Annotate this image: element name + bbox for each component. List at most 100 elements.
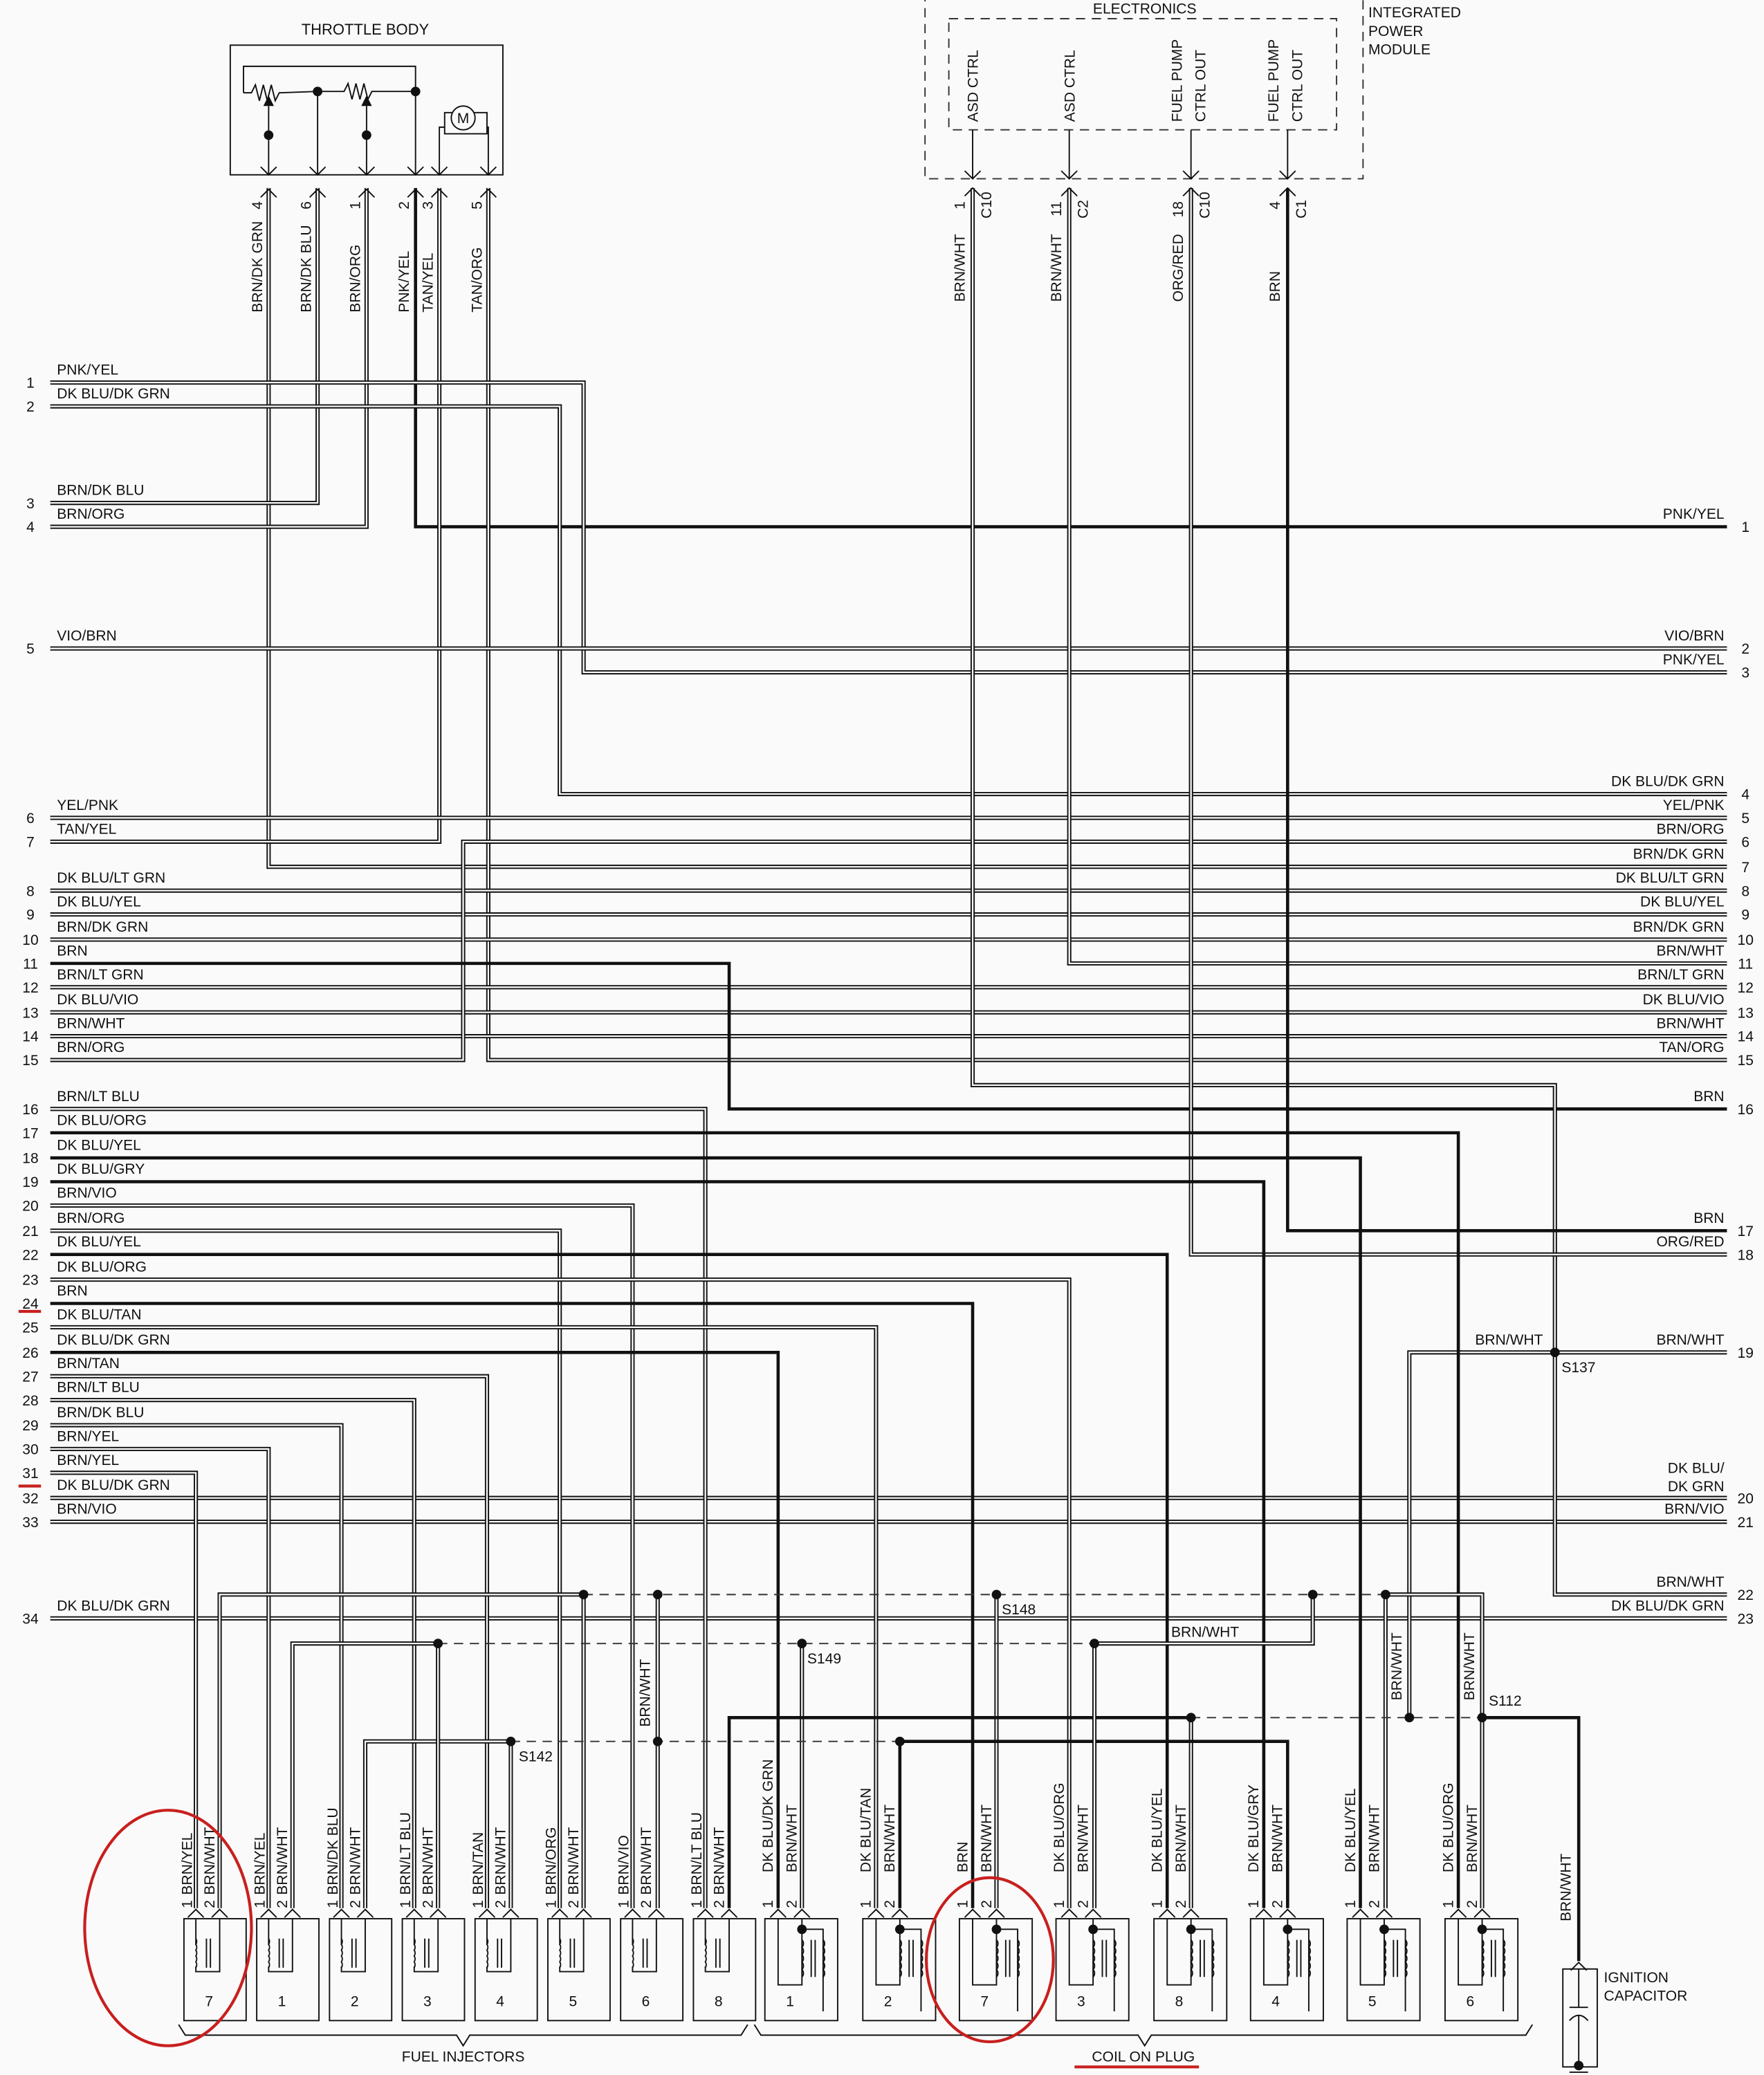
module-wire-label: BRN/WHT [953,234,968,302]
connector-terminal-icon [1352,1908,1369,1918]
left-wire-label: DK BLU/GRY [57,1161,145,1177]
right-wire-label: BRN/DK GRN [1633,847,1725,863]
module-pin-number: 11 [1049,201,1065,216]
wire-inner [50,1424,342,1908]
fuel-injector-3[interactable] [401,1918,466,2022]
module-title: POWER [1368,24,1423,39]
connector-terminal-icon [1473,1908,1491,1918]
connector-terminal-icon [1279,170,1296,180]
coil-core [1296,1939,1302,1977]
wires [50,187,1727,1962]
left-wire-label: BRN/DK BLU [57,1405,144,1421]
injector-number: 4 [496,1993,504,2009]
injector-inner [559,1919,585,1973]
fuel-injector-6[interactable] [620,1918,684,2022]
splice-dot [1307,1589,1318,1600]
splice-dot [652,1589,663,1600]
fuel-injector-1[interactable] [256,1918,320,2022]
wire [50,1156,1362,1908]
fuel-injector-2[interactable] [329,1918,393,2022]
throttle-wire-label: BRN/DK BLU [299,225,315,312]
injector-number: 7 [205,1993,213,2009]
motor-icon [450,105,476,131]
connector-terminal-icon [1279,187,1296,197]
right-wire-label: BRN/WHT [1656,1016,1724,1032]
left-wire-label: BRN/DK GRN [57,919,148,935]
coil-pin-number: 2 [979,1900,995,1908]
right-pin-number: 12 [1738,980,1754,996]
left-wire-label: BRN/DK BLU [57,483,144,499]
right-pin-number: 17 [1738,1224,1754,1239]
left-wire-label: DK BLU/TAN [57,1307,141,1322]
left-pin-number: 8 [26,883,35,899]
solenoid-core [569,1938,576,1968]
injector-number: 2 [351,1993,359,2009]
coil-secondary-icon [920,1939,924,1977]
wire-inner [268,187,1727,868]
right-pin-number: 14 [1738,1029,1754,1045]
connector-terminal-icon [284,1908,301,1918]
module-title: MODULE [1368,42,1431,58]
solenoid-core [715,1938,721,1968]
left-pin-number: 16 [22,1102,38,1118]
coil-secondary-icon [1211,1939,1215,1977]
fuel-injector-5[interactable] [547,1918,611,2022]
left-pin-number: 18 [22,1151,38,1167]
wire [414,187,1727,528]
coil-pin-number: 2 [1366,1900,1382,1908]
left-wire-label: BRN/VIO [57,1502,116,1518]
right-wire-label: PNK/YEL [1663,652,1725,668]
splice-dot [991,1589,1002,1600]
coil-number: 3 [1077,1993,1085,2009]
coil-core [810,1939,816,1977]
ignition-capacitor[interactable] [1562,1968,1598,2068]
left-pin-number: 29 [22,1418,38,1434]
splice-dot [894,1924,905,1935]
left-pin-number: 3 [26,496,35,512]
right-pin-number: 8 [1741,883,1749,899]
module-wire-label: BRN [1267,271,1283,302]
coil-on-plug-label: COIL ON PLUG [1092,2049,1195,2065]
injector-wire-label: BRN/WHT [711,1827,727,1894]
connector-terminal-icon [260,166,277,176]
left-pin-number: 34 [22,1611,39,1627]
coil-primary-icon [899,1939,902,1977]
right-pin-number: 23 [1738,1611,1754,1627]
injector-pin-number: 1 [252,1900,268,1908]
splice-label-s112: S112 [1489,1693,1522,1709]
connector-terminal-icon [867,1908,885,1918]
fuel-injector-4[interactable] [474,1918,538,2022]
left-pin-number: 25 [22,1320,38,1336]
wire-inner [50,1326,877,1908]
right-wire-label: BRN/WHT [1656,1574,1724,1590]
injector-inner [268,1919,293,1973]
coil-wire-label: BRN/WHT [784,1805,800,1872]
wire [486,187,1727,1062]
splice-wire-label: BRN/WHT [1462,1632,1478,1700]
injector-inner [413,1919,439,1973]
connector-terminal-icon [502,1908,520,1918]
throttle-pin-number: 1 [347,201,363,210]
throttle-pin-number: 6 [299,201,315,210]
fuel-injector-7[interactable] [692,1918,757,2022]
module-function-label: FUEL PUMP [1266,39,1282,122]
splice-dot [1477,1713,1487,1723]
injector-pin-number: 2 [638,1900,654,1908]
splice-wire-label: BRN/WHT [637,1659,653,1726]
connector-terminal-icon [964,1908,982,1918]
fuel-injector-0[interactable] [183,1918,247,2022]
electronics-label: ELECTRONICS [1093,1,1197,17]
left-wire-label: BRN [57,1283,87,1299]
wire [1067,187,1727,966]
capacitor-wire-label: BRN/WHT [1559,1854,1574,1921]
injector-wire-label: BRN/VIO [616,1835,632,1894]
coil-wire-label: BRN/WHT [1075,1805,1091,1872]
right-pin-number: 6 [1741,835,1749,851]
right-pin-number: 1 [1741,519,1749,535]
coil-pin-number: 2 [1464,1900,1480,1908]
coil-core [1490,1939,1496,1977]
left-wire-label: YEL/PNK [57,797,118,813]
power-module-box [924,0,1364,180]
injector-pin-number: 2 [421,1900,437,1908]
